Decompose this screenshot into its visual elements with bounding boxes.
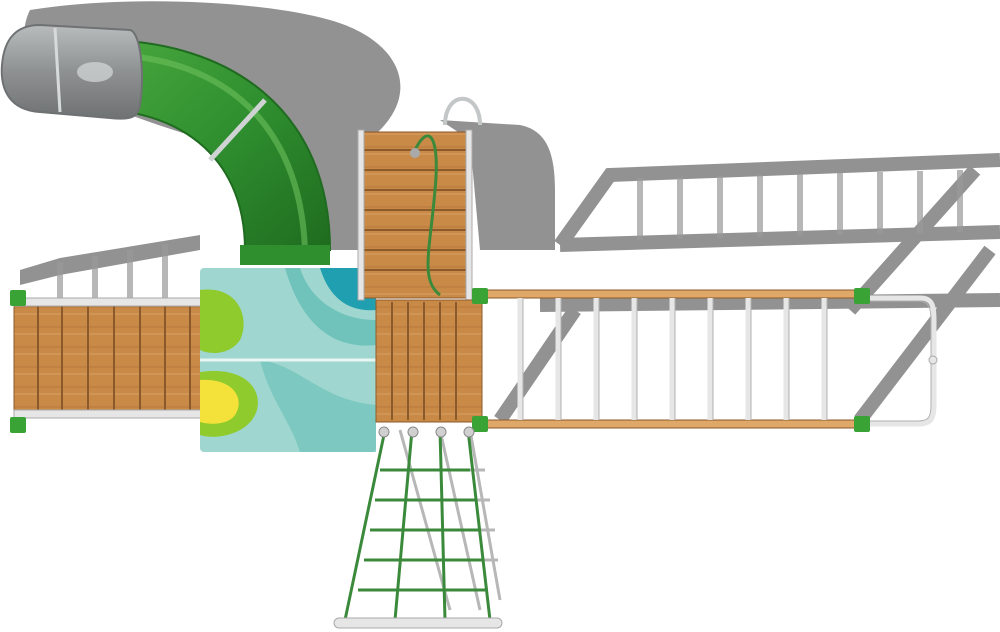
climbing-wall-panel <box>200 268 376 452</box>
handle-bar <box>443 96 482 126</box>
bridge-shadow-lattice <box>494 153 1000 425</box>
corner-connector <box>854 288 870 304</box>
rope-climbing-net <box>333 426 503 629</box>
tube-funnel <box>410 148 420 158</box>
slide-hood <box>0 23 143 120</box>
left-deck <box>13 297 205 419</box>
handrail-joint <box>928 355 938 365</box>
corner-connector <box>10 290 26 306</box>
tower-roof-panel <box>357 129 473 301</box>
corner-connector <box>472 416 488 432</box>
speaking-tube <box>413 134 441 297</box>
corner-connector <box>472 288 488 304</box>
corner-connector <box>854 416 870 432</box>
tube-slide <box>99 37 332 265</box>
bridge-shadow-bars <box>57 170 963 302</box>
tower-deck <box>375 299 483 423</box>
corner-connector <box>10 417 26 433</box>
